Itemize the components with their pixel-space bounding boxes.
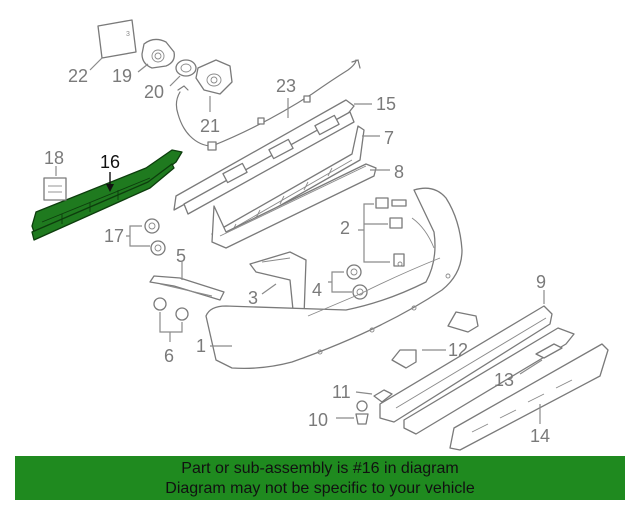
callout-8: 8 bbox=[394, 162, 404, 182]
callout-2: 2 bbox=[340, 218, 350, 238]
part-17-nuts[interactable] bbox=[144, 218, 166, 256]
callout-13: 13 bbox=[494, 370, 514, 390]
callout-10: 10 bbox=[308, 410, 328, 430]
part-2-bolts[interactable] bbox=[375, 197, 407, 267]
part-15-upper-bracket[interactable] bbox=[173, 99, 355, 215]
part-4-nuts[interactable] bbox=[346, 264, 368, 300]
part-18-clip[interactable] bbox=[43, 177, 67, 201]
callout-1: 1 bbox=[196, 336, 206, 356]
part-21-sensor-bracket[interactable] bbox=[195, 59, 233, 95]
callout-14: 14 bbox=[530, 426, 550, 446]
callout-5: 5 bbox=[176, 246, 186, 266]
callout-20: 20 bbox=[144, 82, 164, 102]
callout-17: 17 bbox=[104, 226, 124, 246]
info-banner: Part or sub-assembly is #16 in diagram D… bbox=[15, 456, 625, 500]
banner-line-1: Part or sub-assembly is #16 in diagram bbox=[181, 460, 459, 477]
part-14-diffuser[interactable] bbox=[449, 343, 609, 451]
svg-text:3: 3 bbox=[126, 31, 130, 38]
banner-line-2: Diagram may not be specific to your vehi… bbox=[165, 480, 475, 497]
part-8-lower-bracket[interactable] bbox=[211, 163, 377, 249]
wiring-harness[interactable] bbox=[175, 59, 361, 151]
callout-9: 9 bbox=[536, 272, 546, 292]
callout-22: 22 bbox=[68, 66, 88, 86]
part-5-strip[interactable] bbox=[149, 275, 225, 301]
callout-4: 4 bbox=[312, 280, 322, 300]
part-19-sensor[interactable] bbox=[141, 38, 175, 69]
callout-11: 11 bbox=[332, 382, 351, 402]
callout-21: 21 bbox=[200, 116, 220, 136]
callout-6: 6 bbox=[164, 346, 174, 366]
part-16-reinforcement[interactable] bbox=[31, 149, 183, 241]
part-9-valance[interactable] bbox=[379, 305, 553, 423]
callout-3: 3 bbox=[248, 288, 258, 308]
callout-16: 16 bbox=[100, 152, 120, 172]
part-20-ring[interactable] bbox=[175, 59, 197, 77]
callout-18: 18 bbox=[44, 148, 64, 168]
callout-19: 19 bbox=[112, 66, 132, 86]
part-11-clip[interactable] bbox=[373, 389, 393, 403]
part-6-clips[interactable] bbox=[153, 297, 189, 321]
part-1-bumper-cover[interactable] bbox=[205, 187, 463, 370]
part-10-pin[interactable] bbox=[355, 400, 369, 425]
callout-23: 23 bbox=[276, 76, 296, 96]
callout-7: 7 bbox=[384, 128, 394, 148]
part-12-brackets[interactable] bbox=[391, 311, 479, 369]
part-22-label[interactable]: 3 bbox=[97, 19, 137, 59]
callout-15: 15 bbox=[376, 94, 396, 114]
parts-diagram: 3 22 19 20 21 23 1 bbox=[31, 19, 609, 451]
part-13-strip[interactable] bbox=[403, 327, 575, 435]
